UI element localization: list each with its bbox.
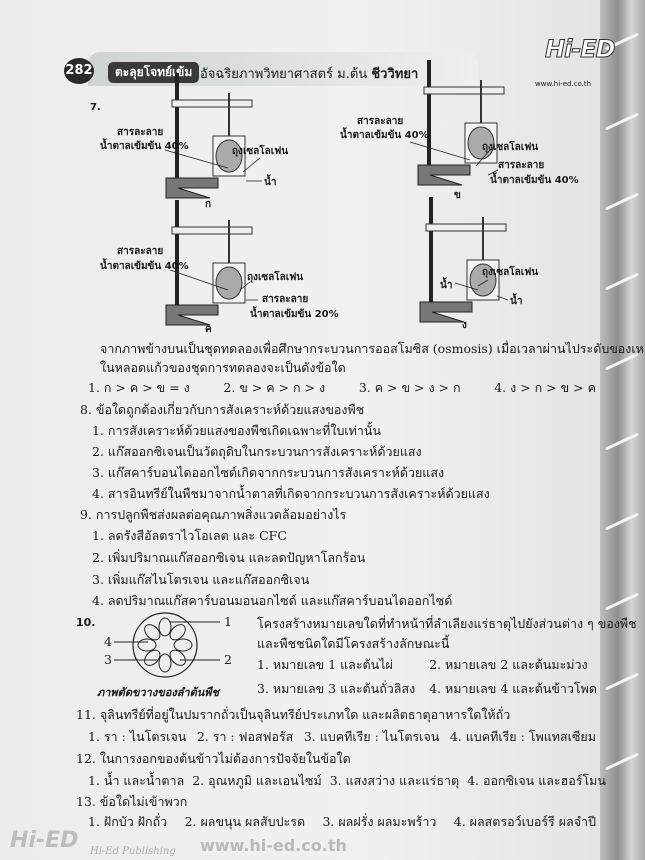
page-curl bbox=[600, 0, 645, 860]
label-bag: ถุงเซลโลเฟน bbox=[482, 142, 539, 153]
q13-question: 13. ข้อใดไม่เข้าพวก bbox=[76, 794, 188, 809]
q13-options: 1. ฝักบัว ฝักถั่ว 2. ผลขนุน ผลสับปะรด 3.… bbox=[88, 812, 596, 832]
label-sugar-40: น้ำตาลเข้มข้น 40% bbox=[100, 141, 189, 152]
label-sugar-40: น้ำตาลเข้มข้น 40% bbox=[490, 175, 579, 186]
watermark-publisher: Hi-Ed Publishing bbox=[90, 846, 176, 857]
label-sugar-40: น้ำตาลเข้มข้น 40% bbox=[100, 261, 189, 272]
q11-option-2[interactable]: 2. รา : ฟอสฟอรัส bbox=[196, 729, 294, 744]
watermark-url: www.hi-ed.co.th bbox=[200, 836, 347, 855]
q7-text-line1: จากภาพข้างบนเป็นชุดทดลองเพื่อศึกษากระบวน… bbox=[100, 341, 645, 356]
book-title: อัจฉริยภาพวิทยาศาสตร์ ม.ต้น bbox=[200, 67, 368, 82]
q7-option-2[interactable]: 2. ข > ค > ก > ง bbox=[223, 380, 326, 395]
osmosis-diagram bbox=[164, 59, 509, 326]
q7-option-3[interactable]: 3. ค > ข > ง > ก bbox=[358, 380, 461, 395]
q7-text-line2: ในหลอดแก้วของชุดการทดลองจะเป็นดังข้อใด bbox=[100, 360, 346, 375]
q10-option-3[interactable]: 3. หมายเลข 3 และต้นถั่วลิสง bbox=[257, 681, 416, 696]
watermark-logo: Hi-ED bbox=[10, 828, 79, 853]
q9-option-4[interactable]: 4. ลดปริมาณแก๊สคาร์บอนมอนอกไซด์ และแก๊สค… bbox=[92, 593, 453, 608]
q10-text-line1: โครงสร้างหมายเลขใดที่ทำหน้าที่ลำเลียงแร่… bbox=[257, 616, 637, 631]
label-solution: สารละลาย bbox=[117, 127, 164, 138]
label-solution: สารละลาย bbox=[357, 116, 404, 127]
q13-option-2[interactable]: 2. ผลขนุน ผลสับปะรด bbox=[184, 814, 306, 829]
q8-question: 8. ข้อใดถูกต้องเกี่ยวกับการสังเคราะห์ด้ว… bbox=[80, 402, 365, 417]
q11-option-3[interactable]: 3. แบคทีเรีย : ไนโตรเจน bbox=[303, 729, 440, 744]
setup-label-a: ก bbox=[205, 199, 212, 210]
q12-question: 12. ในการงอกของต้นข้าวไม่ต้องการปัจจัยใน… bbox=[76, 751, 351, 766]
label-sugar-20: น้ำตาลเข้มข้น 20% bbox=[250, 309, 339, 320]
q10-option-4[interactable]: 4. หมายเลข 4 และต้นข้าวโพด bbox=[429, 681, 597, 696]
page-number: 282 bbox=[64, 58, 94, 84]
q8-option-1[interactable]: 1. การสังเคราะห์ด้วยแสงของพืชเกิดเฉพาะที… bbox=[92, 423, 382, 438]
q11-option-4[interactable]: 4. แบคทีเรีย : โพแทสเซียม bbox=[449, 729, 596, 744]
q8-option-2[interactable]: 2. แก๊สออกซิเจนเป็นวัตถุดิบในกระบวนการสั… bbox=[92, 444, 422, 459]
q13-option-4[interactable]: 4. ผลสตรอว์เบอร์รี ผลจำปี bbox=[453, 814, 596, 829]
q11-question: 11. จุลินทรีย์ที่อยู่ในปมรากถั่วเป็นจุลิ… bbox=[76, 707, 511, 722]
q7-option-4[interactable]: 4. ง > ก > ข > ค bbox=[494, 380, 596, 395]
q13-option-1[interactable]: 1. ฝักบัว ฝักถั่ว bbox=[88, 814, 168, 829]
q12-option-3[interactable]: 3. แสงสว่าง และแร่ธาตุ bbox=[329, 773, 460, 788]
setup-d bbox=[419, 196, 507, 323]
label-water: น้ำ bbox=[264, 177, 277, 188]
q9-option-1[interactable]: 1. ลดรังสีอัลตราไวโอเลต และ CFC bbox=[92, 528, 287, 543]
label-bag: ถุงเซลโลเฟน bbox=[232, 146, 289, 157]
q10-option-1[interactable]: 1. หมายเลข 1 และต้นไผ่ bbox=[257, 657, 393, 672]
hi-ed-logo: Hi-ED bbox=[545, 35, 617, 64]
setup-label-d: ง bbox=[462, 320, 467, 331]
label-solution: สารละลาย bbox=[117, 246, 164, 257]
book-page bbox=[0, 0, 600, 860]
q9-option-3[interactable]: 3. เพิ่มแก๊สไนโตรเจน และแก๊สออกซิเจน bbox=[92, 572, 310, 587]
q10-option-2[interactable]: 2. หมายเลข 2 และต้นมะม่วง bbox=[429, 657, 588, 672]
label-bag: ถุงเซลโลเฟน bbox=[482, 267, 539, 278]
q12-options: 1. น้ำ และน้ำตาล 2. อุณหภูมิ และเอนไซม์ … bbox=[88, 771, 606, 791]
q7-number: 7. bbox=[90, 102, 101, 113]
setup-label-b: ข bbox=[454, 190, 461, 201]
q8-option-4[interactable]: 4. สารอินทรีย์ในพืชมาจากน้ำตาลที่เกิดจาก… bbox=[92, 486, 490, 501]
q8-option-3[interactable]: 3. แก๊สคาร์บอนไดออกไซด์เกิดจากกระบวนการส… bbox=[92, 465, 445, 480]
q10-text-line2: และพืชชนิดใดมีโครงสร้างลักษณะนี้ bbox=[257, 636, 450, 651]
subject: ชีววิทยา bbox=[371, 67, 419, 82]
setup-label-c: ค bbox=[205, 324, 212, 335]
q9-option-2[interactable]: 2. เพิ่มปริมาณแก๊สออกซิเจน และลดปัญหาโลก… bbox=[92, 550, 366, 565]
q11-option-1[interactable]: 1. รา : ไนโตรเจน bbox=[88, 729, 187, 744]
label-water: น้ำ bbox=[510, 296, 523, 307]
stem-cross-section-diagram bbox=[114, 612, 220, 678]
q13-option-3[interactable]: 3. ผลฝรั่ง ผลมะพร้าว bbox=[322, 814, 437, 829]
diagram-caption: ภาพตัดขวางของลำต้นพืช bbox=[97, 686, 220, 699]
diagram-label-2: 2 bbox=[224, 652, 232, 667]
setup-b bbox=[417, 59, 505, 186]
q11-options: 1. รา : ไนโตรเจน 2. รา : ฟอสฟอรัส 3. แบค… bbox=[88, 727, 596, 747]
q12-option-1[interactable]: 1. น้ำ และน้ำตาล bbox=[88, 773, 185, 788]
label-water: น้ำ bbox=[440, 280, 453, 291]
diagram-label-3: 3 bbox=[104, 652, 112, 667]
q10-number: 10. bbox=[76, 616, 96, 629]
label-solution: สารละลาย bbox=[262, 294, 309, 305]
q7-options: 1. ก > ค > ข = ง 2. ข > ค > ก > ง 3. ค >… bbox=[88, 378, 596, 398]
q10-options: 1. หมายเลข 1 และต้นไผ่ 2. หมายเลข 2 และต… bbox=[257, 655, 597, 699]
label-solution: สารละลาย bbox=[498, 160, 545, 171]
header-title: อัจฉริยภาพวิทยาศาสตร์ ม.ต้น ชีววิทยา bbox=[200, 63, 418, 84]
q7-option-1[interactable]: 1. ก > ค > ข = ง bbox=[88, 380, 190, 395]
diagram-label-1: 1 bbox=[224, 614, 232, 629]
label-sugar-40: น้ำตาลเข้มข้น 40% bbox=[340, 130, 429, 141]
q12-option-4[interactable]: 4. ออกซิเจน และฮอร์โมน bbox=[467, 773, 606, 788]
q12-option-2[interactable]: 2. อุณหภูมิ และเอนไซม์ bbox=[192, 773, 322, 788]
diagram-label-4: 4 bbox=[104, 634, 112, 649]
setup-a bbox=[165, 72, 253, 199]
q9-question: 9. การปลูกพืชส่งผลต่อคุณภาพสิ่งแวดล้อมอย… bbox=[80, 507, 347, 522]
header-url: www.hi-ed.co.th bbox=[535, 80, 592, 88]
label-bag: ถุงเซลโลเฟน bbox=[247, 272, 304, 283]
